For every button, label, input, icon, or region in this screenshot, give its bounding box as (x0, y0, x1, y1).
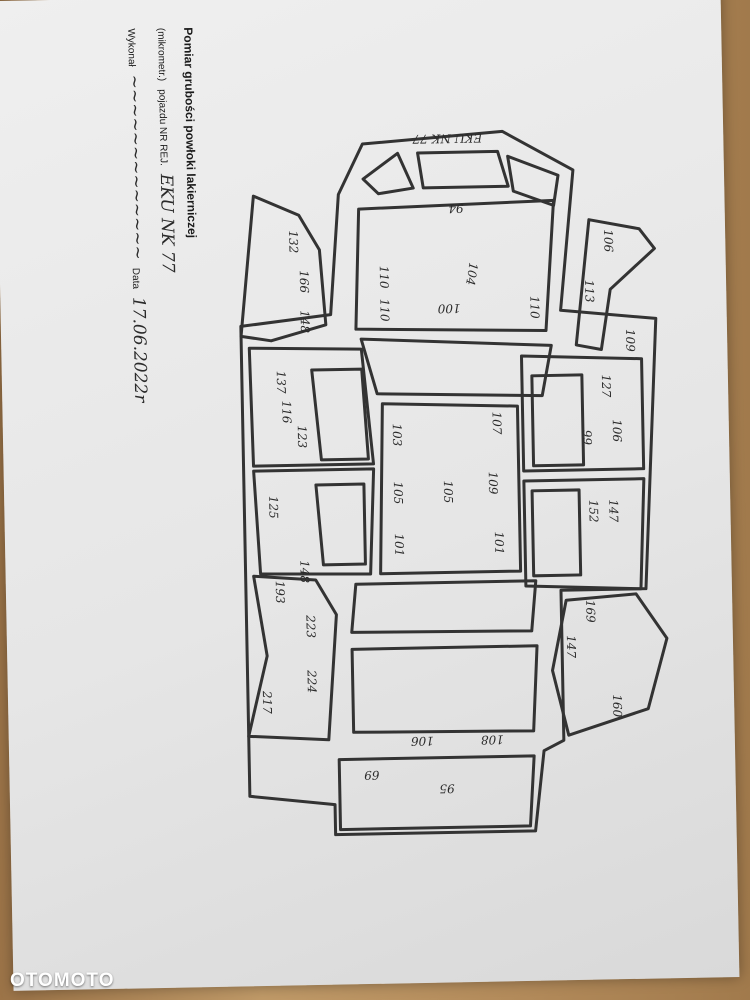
window-rear-left (314, 482, 367, 567)
body-outline (239, 129, 658, 837)
reading-wing-rr-3: 160 (610, 694, 624, 718)
reading-wing-fr-1: 106 (601, 229, 615, 253)
reading-wing-fl-3: 132 (286, 230, 300, 253)
window-front-left (310, 367, 370, 462)
front-grille (416, 149, 510, 190)
reading-wing-rr-2: 147 (564, 635, 578, 659)
wing-rear-right (551, 592, 669, 737)
reading-wing-fl-2: 148 (298, 310, 312, 334)
reading-bonnet-3: 104 (463, 262, 480, 287)
roof-plate: EKU NK 77 (412, 131, 483, 146)
roof-plate-label: EKU NK 77 (412, 131, 483, 146)
front-lamp-right (506, 154, 560, 207)
window-front-right (530, 373, 586, 468)
reading-door-fl-3: 123 (295, 425, 309, 449)
reading-roof-7: 101 (492, 531, 506, 554)
inspection-sheet: Pomiar grubości powłoki lakierniczej (mi… (0, 0, 740, 991)
reading-bonnet-4: 94 (448, 201, 464, 215)
reading-roof-4: 105 (441, 480, 455, 503)
reading-roof-1: 107 (490, 411, 504, 435)
front-lamp-left (361, 151, 415, 196)
reading-door-rl-2: 148 (297, 560, 311, 584)
reading-wing-fr-2: 113 (582, 280, 596, 304)
wing-front-left (239, 194, 328, 343)
reading-wing-fr-3: 109 (623, 329, 637, 353)
reading-wing-rl-4: 217 (260, 690, 274, 715)
wing-front-right (574, 218, 656, 351)
reading-door-rr-2: 152 (586, 500, 600, 523)
reading-wing-fl-1: 166 (297, 270, 311, 294)
reading-bumper-1: 69 (364, 768, 380, 782)
reading-door-rr-1: 147 (606, 499, 620, 523)
reading-boot-1: 106 (410, 734, 434, 748)
windshield (359, 337, 553, 398)
boot-panel (350, 644, 539, 734)
door-front-left (247, 346, 376, 468)
door-front-right (519, 354, 646, 473)
roof-panel (379, 402, 523, 576)
reading-boot-2: 108 (480, 732, 504, 746)
rear-bumper (337, 754, 536, 832)
window-rear-right (530, 488, 583, 578)
reading-wing-rl-3: 224 (304, 669, 318, 693)
reading-roof-6: 101 (392, 533, 406, 556)
reading-bonnet-2: 100 (437, 301, 461, 315)
reading-wing-rl-2: 223 (303, 614, 317, 639)
thickness-readings: 110 100 104 94 110 110 132 166 148 106 1… (260, 201, 638, 796)
reading-wing-rl-1: 193 (273, 581, 287, 605)
car-body-diagram: EKU NK 77 110 100 104 94 110 110 132 166… (239, 129, 669, 837)
reading-door-fr-3: 99 (580, 430, 594, 446)
reading-roof-5: 105 (391, 481, 405, 504)
door-rear-right (522, 477, 646, 591)
reading-door-fr-1: 127 (599, 374, 613, 398)
reading-roof-2: 103 (390, 423, 404, 447)
reading-bonnet-5: 110 (527, 296, 541, 320)
otomoto-watermark: OTOMOTO (10, 970, 115, 991)
reading-bonnet-6: 110 (377, 266, 391, 290)
reading-door-rl-1: 125 (266, 496, 280, 519)
reading-wing-rr-1: 169 (583, 600, 597, 624)
door-rear-left (252, 467, 376, 576)
bonnet-panel (354, 198, 555, 333)
reading-door-fl-2: 116 (279, 400, 293, 424)
reading-bumper-2: 95 (439, 781, 455, 795)
reading-door-fr-2: 106 (610, 419, 624, 443)
reading-roof-3: 109 (486, 471, 500, 495)
reading-door-fl-1: 137 (274, 371, 288, 395)
rear-window (350, 579, 538, 634)
reading-bonnet-1: 110 (377, 298, 391, 322)
wing-rear-left (247, 574, 338, 742)
